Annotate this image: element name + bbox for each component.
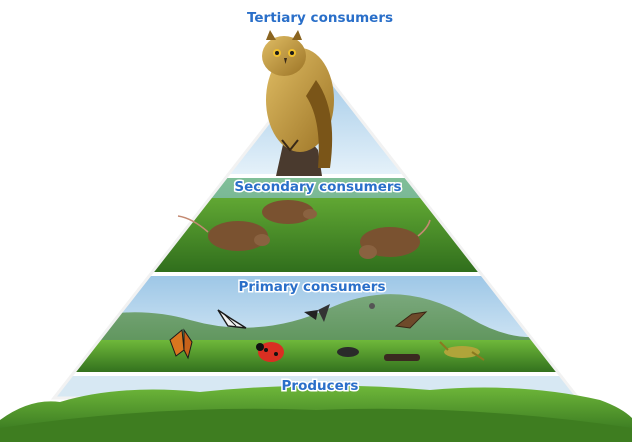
tier-label-secondary: Secondary consumers xyxy=(234,179,401,195)
tier-label-tertiary: Tertiary consumers xyxy=(247,10,393,26)
tier-label-producers: Producers xyxy=(282,378,359,394)
fly-icon xyxy=(369,303,375,309)
beetle-icon xyxy=(337,347,359,357)
tier-label-primary: Primary consumers xyxy=(239,279,386,295)
caterpillar-icon xyxy=(384,354,420,361)
